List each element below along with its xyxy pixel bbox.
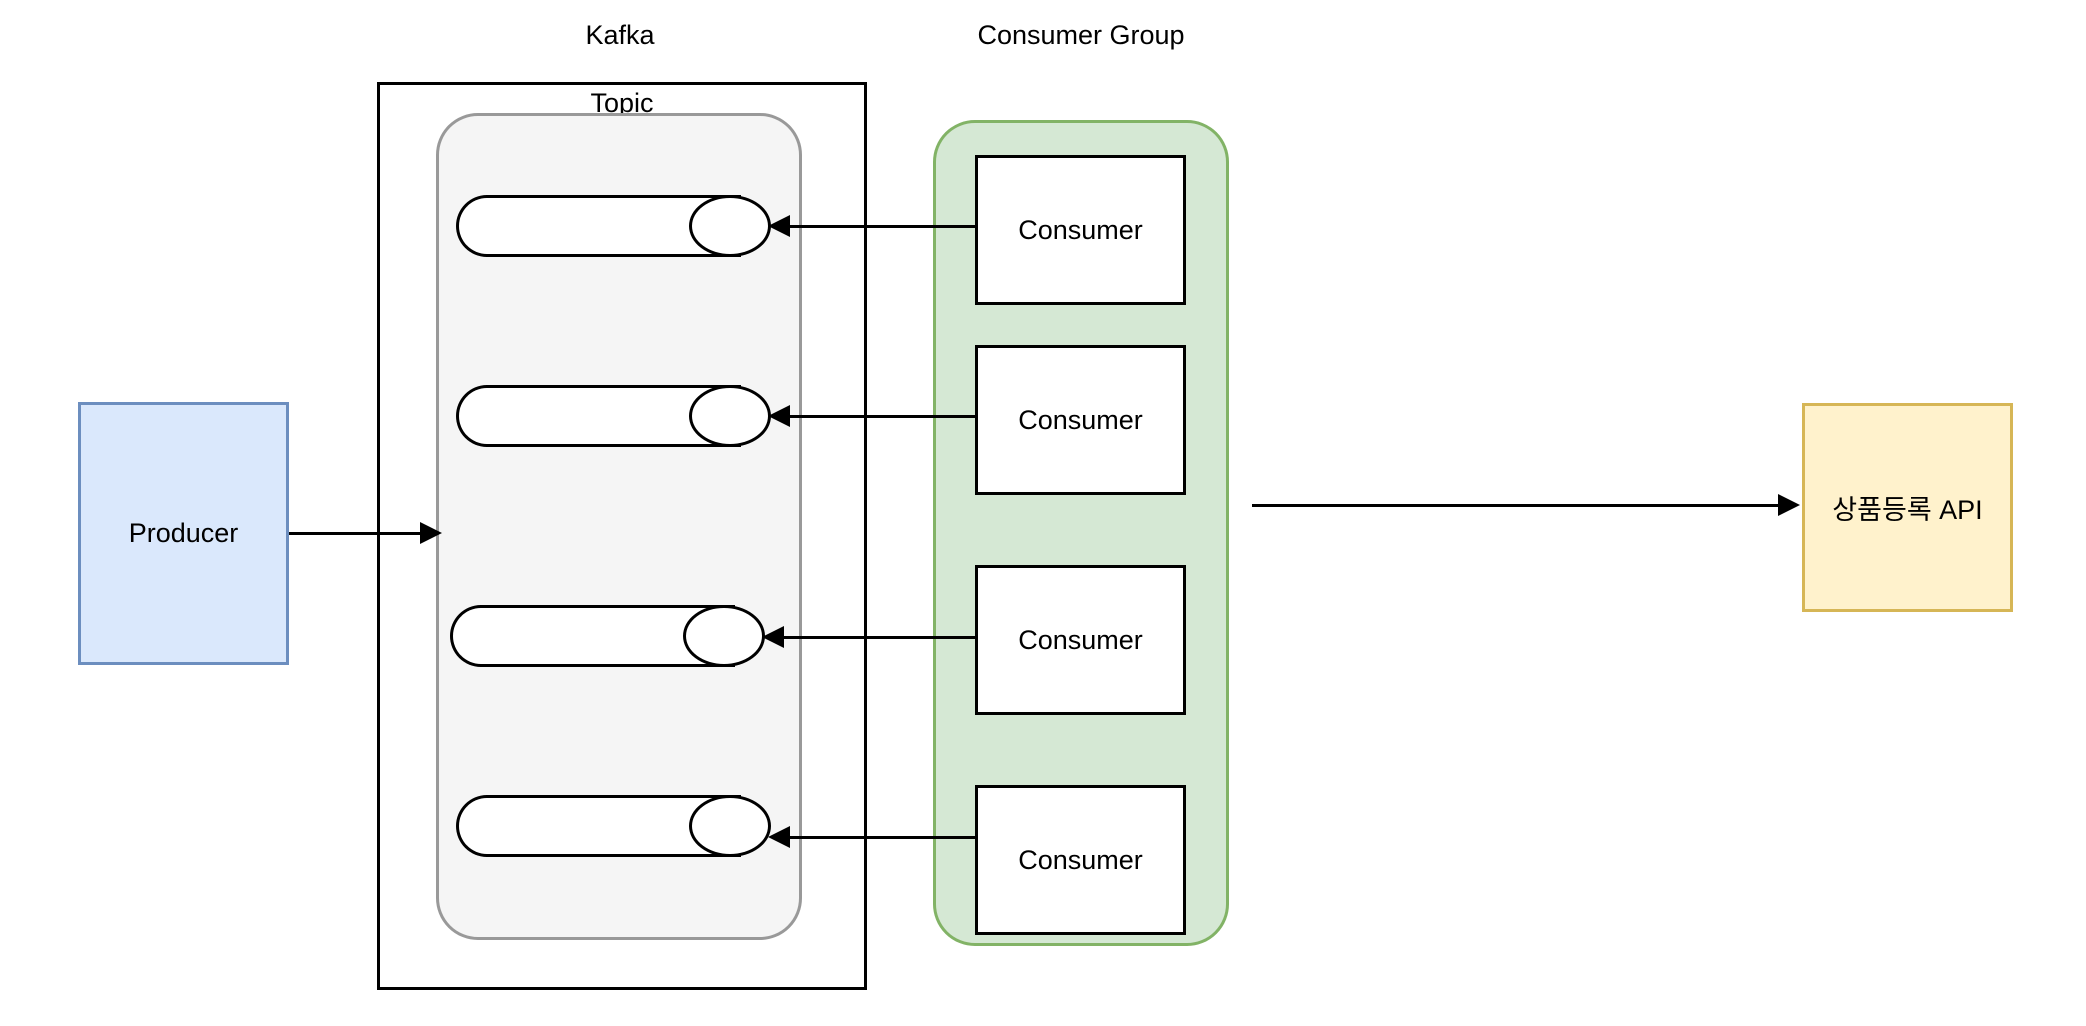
partition-4[interactable] <box>456 795 771 857</box>
consumer-node-4[interactable]: Consumer <box>975 785 1186 935</box>
edge-consumer-1-line <box>790 225 976 228</box>
partition-cylinder-bottom-edge <box>480 664 730 667</box>
edge-producer-to-topic-line <box>289 532 424 535</box>
partition-cylinder-cap <box>689 195 771 257</box>
edge-consumer-3-arrowhead <box>762 626 784 648</box>
consumer-node-1[interactable]: Consumer <box>975 155 1186 305</box>
consumer-label: Consumer <box>1018 624 1143 655</box>
producer-label: Producer <box>128 518 239 548</box>
edge-consumer-4-line <box>790 836 976 839</box>
edge-consumer-1-arrowhead <box>768 215 790 237</box>
edge-consumer-group-to-api-arrowhead <box>1778 494 1800 516</box>
partition-cylinder-cap <box>689 385 771 447</box>
partition-cylinder-bottom-edge <box>486 254 736 257</box>
consumer-group-title: Consumer Group <box>977 20 1185 50</box>
partition-1[interactable] <box>456 195 771 257</box>
consumer-node-2[interactable]: Consumer <box>975 345 1186 495</box>
edge-consumer-2-arrowhead <box>768 405 790 427</box>
topic-title: Topic <box>590 88 654 118</box>
producer-node[interactable]: Producer <box>78 402 289 665</box>
partition-3[interactable] <box>450 605 765 667</box>
partition-cylinder-top-edge <box>480 605 730 608</box>
consumer-label: Consumer <box>1018 844 1143 875</box>
partition-cylinder-cap <box>689 795 771 857</box>
partition-cylinder-bottom-edge <box>486 444 736 447</box>
partition-cylinder-bottom-edge <box>486 854 736 857</box>
partition-cylinder-top-edge <box>486 795 736 798</box>
api-node[interactable]: 상품등록 API <box>1802 403 2013 612</box>
kafka-title: Kafka <box>585 20 655 50</box>
consumer-label: Consumer <box>1018 404 1143 435</box>
consumer-label: Consumer <box>1018 214 1143 245</box>
edge-producer-to-topic-arrowhead <box>420 522 442 544</box>
edge-consumer-3-line <box>784 636 976 639</box>
edge-consumer-group-to-api-line <box>1252 504 1780 507</box>
partition-cylinder-top-edge <box>486 195 736 198</box>
partition-cylinder-cap <box>683 605 765 667</box>
api-label: 상품등록 API <box>1832 495 1983 525</box>
partition-cylinder-top-edge <box>486 385 736 388</box>
partition-2[interactable] <box>456 385 771 447</box>
edge-consumer-4-arrowhead <box>768 826 790 848</box>
edge-consumer-2-line <box>790 415 976 418</box>
consumer-node-3[interactable]: Consumer <box>975 565 1186 715</box>
